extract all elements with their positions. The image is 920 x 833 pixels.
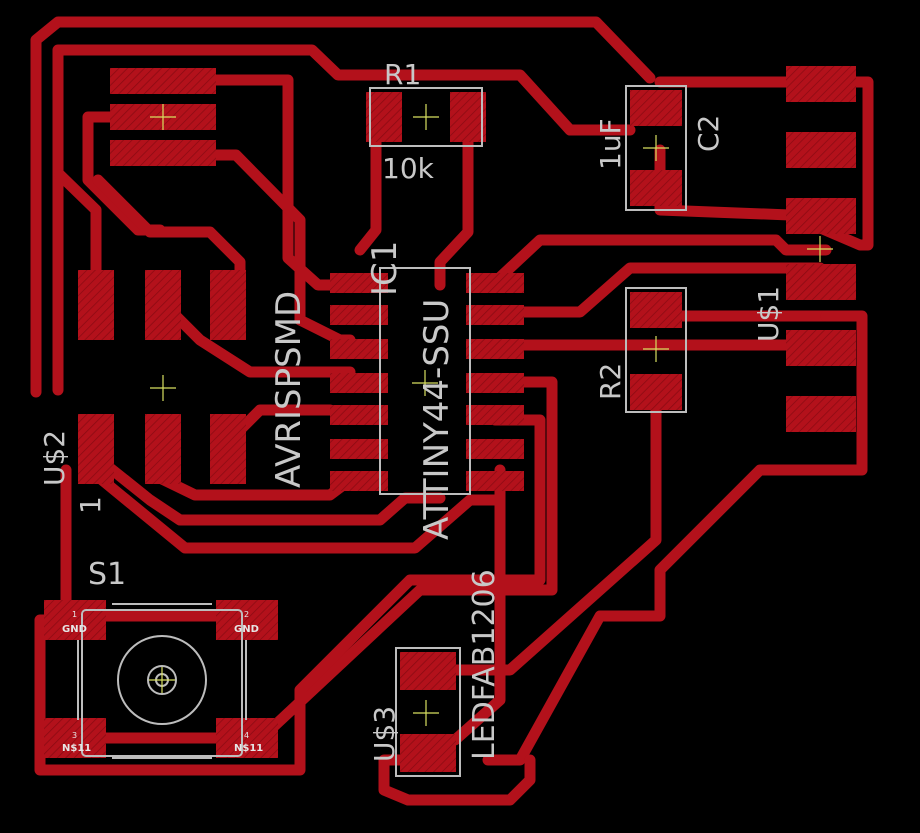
u1-pad-2[interactable] [786, 132, 856, 168]
trace-isp-top [154, 74, 356, 291]
trace-ic-right-4 [34, 414, 546, 776]
switch-pad-2-num: 2 [244, 610, 249, 619]
ic-right-pins [466, 273, 524, 491]
switch-body-outline [77, 603, 247, 759]
switch-pad-text: 1 GND 2 GND 3 N$11 4 N$11 [62, 610, 263, 754]
usd1-name-label: U$1 [752, 286, 785, 342]
c2-pad-2[interactable] [630, 170, 682, 206]
switch-pad-3[interactable] [44, 718, 106, 758]
ic-pin-8[interactable] [466, 471, 524, 491]
trace-isp-bottom [154, 149, 356, 346]
usd2-pin1-label: 1 [74, 496, 107, 514]
switch-pad-3-num: 3 [72, 731, 77, 740]
switch-pad-2[interactable] [216, 600, 278, 640]
ic-pin-1[interactable] [330, 273, 388, 293]
usd2-name-label: U$2 [38, 430, 71, 486]
trace-lower-loop-1 [94, 454, 446, 526]
ic-pin-14[interactable] [466, 273, 524, 293]
ic-pin-6[interactable] [330, 439, 388, 459]
u1-pad-1[interactable] [786, 66, 856, 102]
isp-col-pad-5[interactable] [145, 414, 181, 484]
c2-outline [625, 85, 687, 211]
trace-top-to-r1 [52, 44, 636, 396]
isp-col-pad-3[interactable] [210, 270, 246, 340]
led-outline [395, 647, 461, 777]
trace-ic-to-u1 [489, 234, 832, 288]
r2-outline [625, 287, 687, 413]
u1-pad-3[interactable] [786, 198, 856, 234]
isp-pad-1[interactable] [110, 68, 216, 94]
trace-ic-to-switch [264, 376, 558, 736]
switch-pad-1[interactable] [44, 600, 106, 640]
led-pad-1[interactable] [400, 652, 456, 690]
c2-value-label: 1uF [594, 118, 627, 170]
r1-pad-2[interactable] [450, 92, 486, 142]
ic-pin-4[interactable] [330, 373, 388, 393]
isp-col-pad-6[interactable] [210, 414, 246, 484]
ic-pin-2[interactable] [330, 305, 388, 325]
switch-pad-1-num: 1 [72, 610, 77, 619]
c2-pad-1[interactable] [630, 90, 682, 126]
trace-ic-right-2 [489, 262, 826, 318]
trace-outer-top [30, 16, 656, 398]
switch-pad-4-num: 4 [244, 731, 249, 740]
c2-name-label: C2 [692, 115, 725, 152]
isp-name-label: AVRISPSMD [269, 291, 309, 488]
ic-pin-10[interactable] [466, 405, 524, 425]
ic-pin-11[interactable] [466, 373, 524, 393]
u1-pad-4[interactable] [786, 264, 856, 300]
r1-value-label: 10k [382, 152, 435, 185]
isp-pad-3[interactable] [110, 140, 216, 166]
trace-header-ic [154, 294, 356, 378]
trace-left-column [54, 169, 102, 296]
led-pad-2[interactable] [400, 734, 456, 772]
origin-markers [149, 104, 833, 726]
switch-name-label: S1 [88, 557, 126, 592]
part-labels: R1 10k C2 1uF R2 IC1 ATTINY44-SSU AVRISP… [38, 58, 785, 762]
ic-left-pins [330, 273, 388, 491]
copper-pads [44, 66, 856, 772]
isp-col-pad-4[interactable] [78, 414, 114, 484]
ic-pin-13[interactable] [466, 305, 524, 325]
silkscreen-layer [77, 85, 833, 777]
switch-pad-3-net: N$11 [62, 743, 91, 754]
r2-name-label: R2 [594, 363, 627, 400]
ic-body-outline [379, 267, 471, 495]
isp-col-pad-2[interactable] [145, 270, 181, 340]
isp-col-pad-1[interactable] [78, 270, 114, 340]
trace-r2-led [449, 404, 662, 676]
ic-pin-7[interactable] [330, 471, 388, 491]
switch-pad-2-net: GND [234, 624, 259, 635]
usd3-name-label: U$3 [368, 706, 401, 762]
ic-pin-9[interactable] [466, 439, 524, 459]
r1-pad-1[interactable] [366, 92, 402, 142]
trace-isp-to-ic-bottom [154, 444, 356, 501]
ic-pin-5[interactable] [330, 405, 388, 425]
r2-pad-1[interactable] [630, 292, 682, 328]
copper-traces [30, 16, 874, 806]
u1-pad-6[interactable] [786, 396, 856, 432]
r2-pad-2[interactable] [630, 374, 682, 410]
trace-led-bottom [378, 754, 536, 806]
trace-r1-right [434, 112, 474, 291]
ic-pin-3[interactable] [330, 339, 388, 359]
u1-pad-5[interactable] [786, 330, 856, 366]
switch-pad-1-net: GND [62, 624, 87, 635]
switch-pad-4[interactable] [216, 718, 278, 758]
ic-name-label: IC1 [365, 241, 405, 296]
ic-package-label: ATTINY44-SSU [417, 299, 457, 540]
r1-name-label: R1 [384, 58, 421, 91]
ic-pin-12[interactable] [466, 339, 524, 359]
led-name-label: LEDFAB1206 [467, 569, 502, 760]
trace-lower-loop-2 [84, 464, 506, 554]
switch-pad-4-net: N$11 [234, 743, 263, 754]
trace-ic-to-bottom [449, 464, 506, 746]
trace-right-outer [482, 310, 868, 766]
r1-outline [369, 87, 483, 147]
